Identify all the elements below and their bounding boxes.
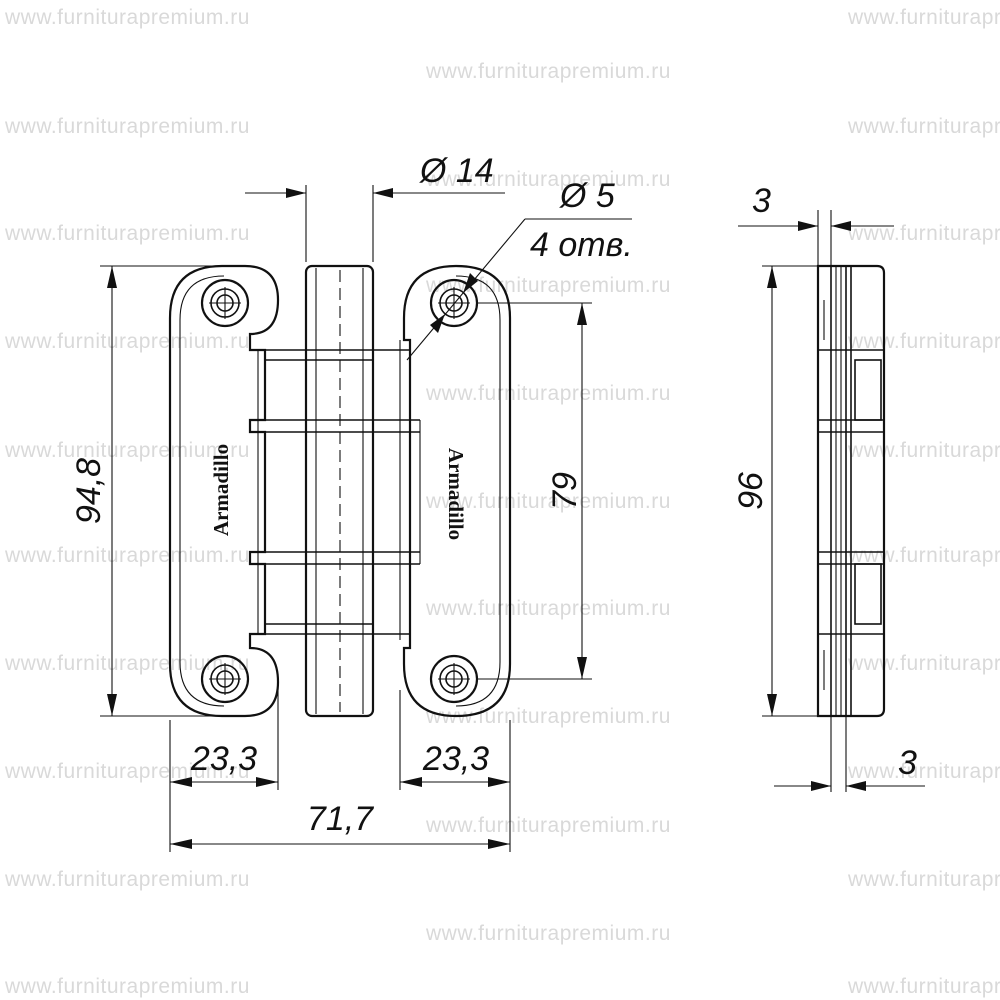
thickness-bottom-label: 3 <box>898 744 917 782</box>
watermark-text: www.furniturapremium.ru <box>4 6 250 29</box>
watermark-text: www.furniturapremium.ru <box>847 868 1000 891</box>
watermark-text: www.furniturapremium.ru <box>4 975 250 998</box>
pin-diameter-label: Ø 14 <box>419 152 494 190</box>
watermark-text: www.furniturapremium.ru <box>847 544 1000 567</box>
watermark-text: www.furniturapremium.ru <box>4 222 250 245</box>
watermark-text: www.furniturapremium.ru <box>425 274 671 297</box>
left-plate: Armadillo <box>168 264 306 718</box>
total-height-dimension: 96 <box>732 265 818 717</box>
watermark-text: www.furniturapremium.ru <box>847 760 1000 783</box>
watermark-layer: www.furniturapremium.ru www.furniturapre… <box>4 6 1000 998</box>
watermark-text: www.furniturapremium.ru <box>4 760 250 783</box>
watermark-text: www.furniturapremium.ru <box>847 330 1000 353</box>
watermark-text: www.furniturapremium.ru <box>425 922 671 945</box>
right-plate: Armadillo <box>373 264 512 718</box>
left-plate-width-dimension: 23,3 <box>169 682 279 852</box>
hinge-pin <box>304 264 375 718</box>
watermark-text: www.furniturapremium.ru <box>425 814 671 837</box>
total-height-label: 96 <box>732 472 770 510</box>
watermark-text: www.furniturapremium.ru <box>425 168 671 191</box>
hole-diameter-callout: Ø 5 4 отв. <box>406 177 633 361</box>
right-plate-width-label: 23,3 <box>422 740 489 778</box>
watermark-text: www.furniturapremium.ru <box>4 544 250 567</box>
hinge-side-view <box>816 264 886 718</box>
watermark-text: www.furniturapremium.ru <box>425 60 671 83</box>
watermark-text: www.furniturapremium.ru <box>847 6 1000 29</box>
hinge-front-view: Armadillo <box>168 264 512 718</box>
watermark-text: www.furniturapremium.ru <box>425 382 671 405</box>
watermark-text: www.furniturapremium.ru <box>847 975 1000 998</box>
plate-height-label: 94,8 <box>70 458 108 524</box>
hole-spacing-label: 79 <box>546 472 584 510</box>
hole-spacing-dimension: 79 <box>478 302 592 680</box>
watermark-text: www.furniturapremium.ru <box>425 490 671 513</box>
brand-logo-right: Armadillo <box>444 448 468 540</box>
screw-hole <box>200 654 250 704</box>
hole-count-label: 4 отв. <box>530 226 633 264</box>
watermark-text: www.furniturapremium.ru <box>425 597 671 620</box>
watermark-text: www.furniturapremium.ru <box>4 439 250 462</box>
watermark-text: www.furniturapremium.ru <box>847 222 1000 245</box>
screw-hole <box>429 654 479 704</box>
front-dimensions: Ø 14 Ø 5 4 отв. 94,8 79 <box>70 152 633 852</box>
total-width-label: 71,7 <box>307 800 374 838</box>
thickness-bottom-dimension: 3 <box>774 716 925 792</box>
left-plate-width-label: 23,3 <box>190 740 257 778</box>
pin-diameter-dimension: Ø 14 <box>245 152 505 262</box>
watermark-text: www.furniturapremium.ru <box>847 439 1000 462</box>
screw-hole <box>200 278 250 328</box>
hole-diameter-label: Ø 5 <box>559 177 615 215</box>
watermark-text: www.furniturapremium.ru <box>4 868 250 891</box>
watermark-text: www.furniturapremium.ru <box>4 652 250 675</box>
brand-logo-left: Armadillo <box>209 444 233 536</box>
plate-height-dimension: 94,8 <box>70 265 222 717</box>
watermark-text: www.furniturapremium.ru <box>4 115 250 138</box>
side-dimensions: 96 3 3 <box>732 182 925 792</box>
thickness-top-label: 3 <box>752 182 771 220</box>
right-plate-width-dimension: 23,3 <box>399 690 511 852</box>
watermark-text: www.furniturapremium.ru <box>847 115 1000 138</box>
watermark-text: www.furniturapremium.ru <box>4 330 250 353</box>
total-width-dimension: 71,7 <box>170 800 510 849</box>
watermark-text: www.furniturapremium.ru <box>847 652 1000 675</box>
thickness-top-dimension: 3 <box>738 182 894 266</box>
